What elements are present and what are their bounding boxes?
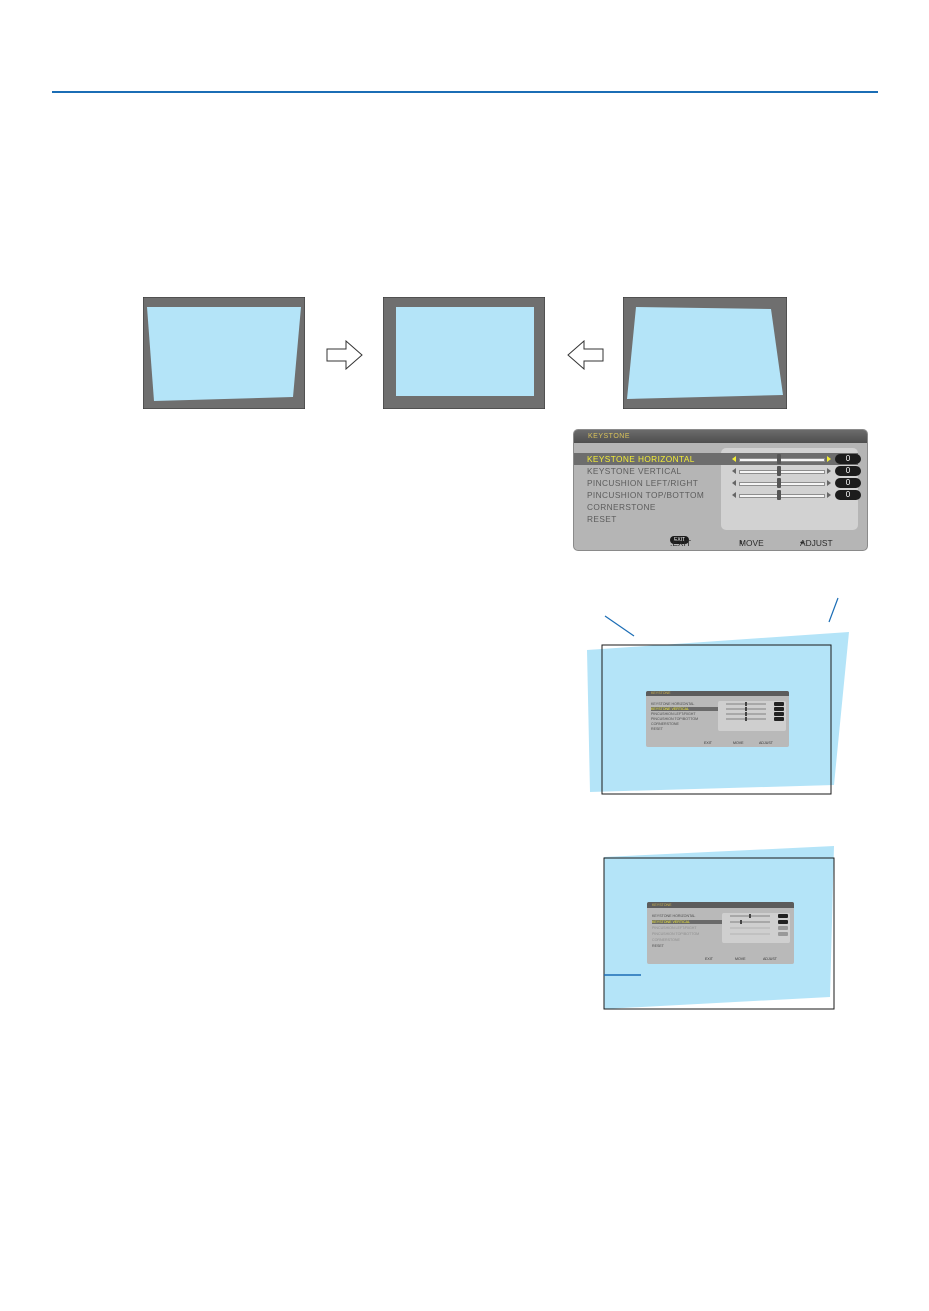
mini-osd-item: KEYSTONE HORIZONTAL (652, 914, 696, 918)
osd-item-pincushion-left-right[interactable]: PINCUSHION LEFT/RIGHT (574, 477, 698, 489)
keystone-frame-center-corrected (383, 297, 545, 409)
left-triangle-icon (732, 492, 736, 498)
left-outline-arrow-icon (566, 339, 604, 375)
osd-item-label: RESET (587, 514, 617, 524)
mini-osd-item: RESET (651, 727, 663, 731)
slider-knob[interactable] (777, 478, 781, 488)
osd-item-label: KEYSTONE VERTICAL (587, 466, 682, 476)
adjust-label: ADJUST (800, 538, 833, 548)
right-triangle-icon (827, 492, 831, 498)
mini-osd-sliders (722, 913, 790, 943)
mini-osd-item: CORNERSTONE (651, 722, 679, 726)
mini-osd-adjust: ADJUST (759, 741, 773, 745)
mini-osd-title: KEYSTONE (646, 691, 789, 696)
keystone-frame-left-distorted (143, 297, 305, 409)
mini-osd-item: PINCUSHION LEFT/RIGHT (651, 712, 696, 716)
left-triangle-icon (732, 468, 736, 474)
keystone-osd-menu: KEYSTONE KEYSTONE HORIZONTAL 0 KEYSTONE … (573, 429, 868, 551)
osd-item-label: KEYSTONE HORIZONTAL (587, 454, 695, 464)
left-right-icon: ⬌: (800, 540, 806, 546)
slider-knob[interactable] (777, 454, 781, 464)
slider-knob[interactable] (777, 466, 781, 476)
mini-osd-item: KEYSTONE HORIZONTAL (651, 702, 695, 706)
slider-value: 0 (835, 490, 861, 500)
osd-item-keystone-horizontal[interactable]: KEYSTONE HORIZONTAL (574, 453, 727, 465)
mini-osd-title: KEYSTONE (647, 902, 794, 908)
move-label: MOVE (739, 538, 764, 548)
slider-track (739, 458, 825, 462)
slider-knob[interactable] (777, 490, 781, 500)
slider-track (739, 470, 825, 474)
mini-osd-move: MOVE (733, 741, 744, 745)
left-triangle-icon (732, 480, 736, 486)
mini-osd-item: PINCUSHION TOP/BOTTOM (651, 717, 699, 721)
mini-osd-exit: EXIT (704, 741, 712, 745)
mini-osd-adjust: ADJUST (763, 957, 777, 961)
slider-value: 0 (835, 478, 861, 488)
projection-screen-horizontal: KEYSTONE KEYSTONE HORIZONTAL KEYSTONE VE… (585, 592, 855, 802)
mini-osd-item-selected: KEYSTONE VERTICAL (652, 920, 724, 924)
mini-osd-item: PINCUSHION LEFT/RIGHT (652, 926, 697, 930)
mini-osd-item: PINCUSHION TOP/BOTTOM (652, 932, 700, 936)
keystone-frame-right-distorted (623, 297, 787, 409)
mini-osd-item: RESET (652, 944, 664, 948)
left-triangle-icon (732, 456, 736, 462)
osd-footer: EXIT:EXIT ⬍:MOVE ⬌:ADJUST (574, 536, 867, 550)
exit-label: :EXIT (670, 538, 691, 548)
mini-osd-move: MOVE (735, 957, 746, 961)
mini-osd-exit: EXIT (705, 957, 713, 961)
mini-osd-item: CORNERSTONE (652, 938, 680, 942)
right-triangle-icon (827, 480, 831, 486)
mini-osd-item-selected: KEYSTONE VERTICAL (651, 707, 721, 711)
osd-item-keystone-vertical[interactable]: KEYSTONE VERTICAL (574, 465, 682, 477)
exit-badge: EXIT (670, 536, 690, 544)
mini-osd-vertical: KEYSTONE KEYSTONE HORIZONTAL KEYSTONE VE… (647, 902, 794, 964)
mini-osd-sliders (718, 701, 786, 731)
osd-item-label: PINCUSHION LEFT/RIGHT (587, 478, 699, 488)
right-triangle-icon (827, 468, 831, 474)
header-rule (52, 91, 878, 93)
slider-track (739, 482, 825, 486)
up-down-icon: ⬍: (739, 540, 745, 546)
osd-item-label: PINCUSHION TOP/BOTTOM (587, 490, 705, 500)
projection-screen-vertical: KEYSTONE KEYSTONE HORIZONTAL KEYSTONE VE… (585, 842, 845, 1014)
mini-osd-horizontal: KEYSTONE KEYSTONE HORIZONTAL KEYSTONE VE… (646, 691, 789, 747)
slider-track (739, 494, 825, 498)
osd-item-pincushion-top-bottom[interactable]: PINCUSHION TOP/BOTTOM (574, 489, 704, 501)
osd-item-reset[interactable]: RESET (574, 513, 617, 525)
osd-item-label: CORNERSTONE (587, 502, 656, 512)
right-triangle-icon (827, 456, 831, 462)
osd-title: KEYSTONE (574, 430, 867, 443)
slider-value: 0 (835, 454, 861, 464)
right-outline-arrow-icon (326, 339, 364, 375)
slider-value: 0 (835, 466, 861, 476)
osd-item-cornerstone[interactable]: CORNERSTONE (574, 501, 656, 513)
